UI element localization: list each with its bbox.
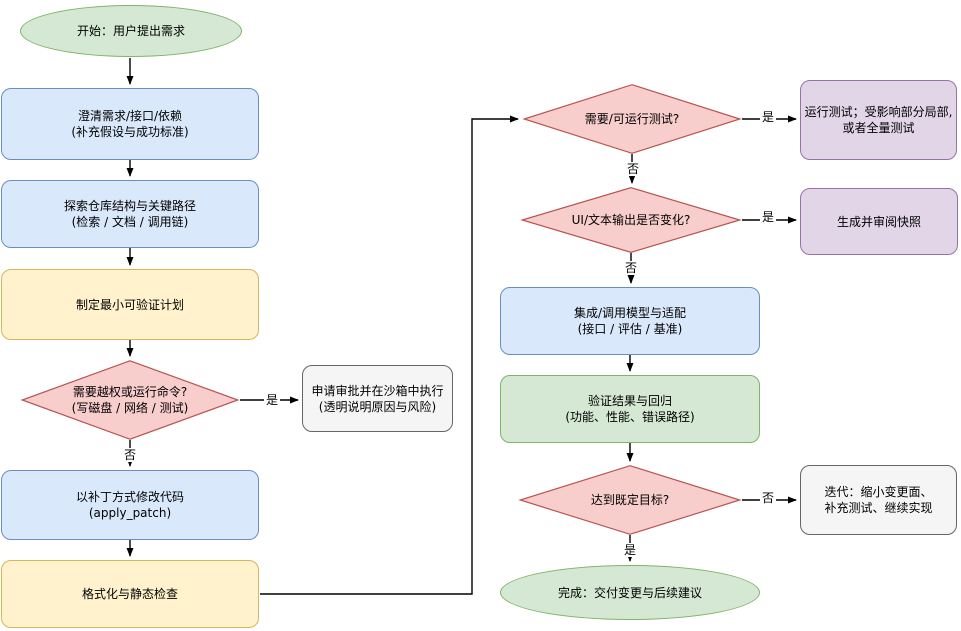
node-verify-label: 验证结果与回归 (功能、性能、错误路径) [565,394,695,424]
diamond-shape [520,187,742,253]
edge-label-no-ui: 否 [622,261,640,275]
diamond-shape [20,360,240,440]
decision-ui-output-change: UI/文本输出是否变化? [520,187,742,253]
node-minimal-plan: 制定最小可验证计划 [1,269,259,340]
node-done: 完成：交付变更与后续建议 [500,565,760,620]
edge-label-yes-tests: 是 [759,110,777,124]
decision-goal-label: 达到既定目标? [590,493,670,507]
edge-label-yes-ui: 是 [759,210,777,224]
decision-run-tests-label: 需要/可运行测试? [584,112,680,126]
node-format-static-check: 格式化与静态检查 [1,560,259,628]
edge-label-no-permissions: 否 [121,448,139,462]
node-clarify-label: 澄清需求/接口/依赖 (补充假设与成功标准) [71,109,189,139]
diamond-shape [522,84,742,154]
edge-label-no-tests: 否 [624,162,642,176]
node-request-approval: 申请审批并在沙箱中执行 (透明说明原因与风险) [302,365,453,432]
node-explore-label: 探索仓库结构与关键路径 (检索 / 文档 / 调用链) [63,199,196,229]
node-start-label: 开始：用户提出需求 [76,24,185,38]
diamond-shape [518,465,742,535]
decision-permissions-label: 需要越权或运行命令? (写磁盘 / 网络 / 测试) [71,385,189,415]
decision-need-permissions: 需要越权或运行命令? (写磁盘 / 网络 / 测试) [20,360,240,440]
node-explore-repo: 探索仓库结构与关键路径 (检索 / 文档 / 调用链) [1,180,259,248]
node-start: 开始：用户提出需求 [20,5,242,57]
node-approval-label: 申请审批并在沙箱中执行 (透明说明原因与风险) [311,383,444,414]
node-apply-patch-label: 以补丁方式修改代码 (apply_patch) [75,490,184,520]
edge-label-yes-goal: 是 [621,543,639,557]
node-snapshot-label: 生成并审阅快照 [836,214,921,229]
node-run-tests: 运行测试；受影响部分局部, 或者全量测试 [800,80,957,160]
decision-ui-change-label: UI/文本输出是否变化? [571,213,691,227]
edge-label-no-goal: 否 [759,491,777,505]
node-integrate-label: 集成/调用模型与适配 (接口 / 评估 / 基准) [573,306,687,336]
node-iterate-label: 迭代：缩小变更面、 补充测试、继续实现 [824,485,933,515]
node-format-label: 格式化与静态检查 [81,587,178,601]
decision-run-tests: 需要/可运行测试? [522,84,742,154]
decision-goal-reached: 达到既定目标? [518,465,742,535]
node-done-label: 完成：交付变更与后续建议 [557,585,702,600]
node-clarify-requirements: 澄清需求/接口/依赖 (补充假设与成功标准) [1,88,259,160]
edge-format-decision-tests [260,115,519,595]
node-plan-label: 制定最小可验证计划 [75,297,184,312]
node-verify-regression: 验证结果与回归 (功能、性能、错误路径) [500,375,760,443]
node-integrate-model: 集成/调用模型与适配 (接口 / 评估 / 基准) [500,287,760,355]
node-run-tests-label: 运行测试；受影响部分局部, 或者全量测试 [804,105,953,135]
node-generate-snapshot: 生成并审阅快照 [800,188,958,255]
edge-label-yes-permissions: 是 [263,393,281,407]
node-iterate: 迭代：缩小变更面、 补充测试、继续实现 [800,465,957,535]
node-apply-patch: 以补丁方式修改代码 (apply_patch) [1,470,259,540]
